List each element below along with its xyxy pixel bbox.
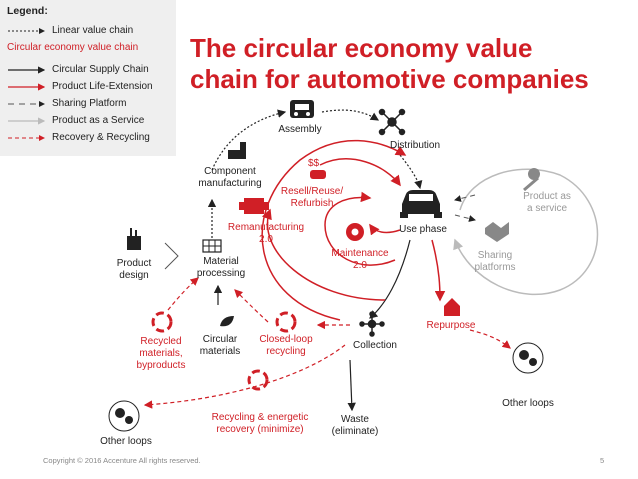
node-remanufacturing: Remanufacturing 2.0 <box>227 222 305 245</box>
title-line-1: The circular economy value <box>190 33 533 63</box>
node-other-loops-left: Other loops <box>100 436 152 447</box>
node-collection: Collection <box>353 340 397 351</box>
life-resell-arc <box>319 158 401 187</box>
legend-linear: Linear value chain <box>52 25 134 36</box>
legend-title: Legend: <box>7 5 48 17</box>
life-maintenance-arc <box>369 223 401 236</box>
product-design-icon <box>127 228 141 250</box>
node-other-loops-right: Other loops <box>502 398 554 409</box>
node-repurpose: Repurpose <box>426 320 476 331</box>
other-loops-right-icon <box>512 342 544 374</box>
node-assembly: Assembly <box>278 124 322 135</box>
page-number: 5 <box>600 456 605 465</box>
title-line-2: chain for automotive companies <box>190 64 589 94</box>
node-component: Component manufacturing <box>198 166 262 189</box>
linear-component-to-assembly <box>211 109 287 171</box>
node-resell: Resell/Reuse/ Refurbish <box>280 186 344 209</box>
node-material: Material processing <box>196 256 246 279</box>
recovery-collection-to-otherloops <box>143 344 346 409</box>
distribution-icon <box>378 108 406 136</box>
maintenance-gear-icon <box>346 223 364 241</box>
remanufacturing-engine-icon <box>239 198 269 214</box>
node-circular-materials: Circular materials <box>199 334 241 357</box>
linear-collection-to-waste <box>347 359 356 412</box>
legend-panel: Legend: Linear value chain Circular econ… <box>0 0 176 156</box>
resell-car-icon: $$ <box>308 158 326 179</box>
assembly-icon <box>290 100 314 118</box>
node-use-phase: Use phase <box>399 224 447 235</box>
node-product-design: Product design <box>116 258 152 281</box>
recovery-closed-to-material <box>234 289 269 323</box>
legend-item-life: Product Life-Extension <box>52 81 153 92</box>
footer-copyright: Copyright © 2016 Accenture All rights re… <box>43 456 201 465</box>
recovery-recycled-to-material <box>167 277 199 311</box>
service-grey-loop <box>453 168 599 296</box>
node-recycled: Recycled materials, byproducts <box>136 336 186 371</box>
page-title: The circular economy value chain for aut… <box>190 33 630 95</box>
legend-item-service: Product as a Service <box>52 115 145 126</box>
node-recycling-energetic: Recycling & energetic recovery (minimize… <box>211 412 309 435</box>
life-remanufacturing-arc <box>261 208 386 301</box>
recycle-icon-recycled <box>151 311 173 333</box>
collection-icon <box>359 311 385 337</box>
node-sharing: Sharing platforms <box>474 250 516 273</box>
node-maintenance: Maintenance 2.0 <box>331 248 389 271</box>
car-icon <box>400 190 442 218</box>
node-product-service: Product as a service <box>523 191 571 214</box>
leaf-icon <box>220 316 234 327</box>
handshake-icon <box>485 222 509 242</box>
repurpose-house-icon <box>444 298 460 316</box>
life-inner-arc <box>324 191 396 266</box>
legend-lines <box>8 28 46 141</box>
svg-text:$$: $$ <box>308 158 320 169</box>
node-closed-loop: Closed-loop recycling <box>259 334 313 357</box>
component-icon <box>228 142 246 159</box>
other-loops-left-icon <box>108 400 140 432</box>
linear-distribution-to-use <box>399 154 423 190</box>
chevron-icon <box>164 242 179 270</box>
recovery-repurpose-to-otherloops <box>469 329 511 349</box>
life-use-to-repurpose <box>431 239 446 302</box>
linear-assembly-to-distribution <box>321 109 380 121</box>
legend-subtitle: Circular economy value chain <box>7 42 139 53</box>
legend-item-supply: Circular Supply Chain <box>52 64 149 75</box>
legend-item-recovery: Recovery & Recycling <box>52 132 150 143</box>
sharing-dash-1 <box>454 194 476 202</box>
key-icon <box>523 168 540 192</box>
recycle-icon-recovery <box>247 369 269 391</box>
recycle-icon-closed <box>275 311 297 333</box>
legend-item-sharing: Sharing Platform <box>52 98 127 109</box>
node-waste: Waste (eliminate) <box>331 414 379 437</box>
node-distribution: Distribution <box>389 140 441 151</box>
life-big-outer-arc <box>261 139 407 321</box>
material-processing-icon <box>202 239 222 253</box>
sharing-dash-2 <box>454 214 476 222</box>
